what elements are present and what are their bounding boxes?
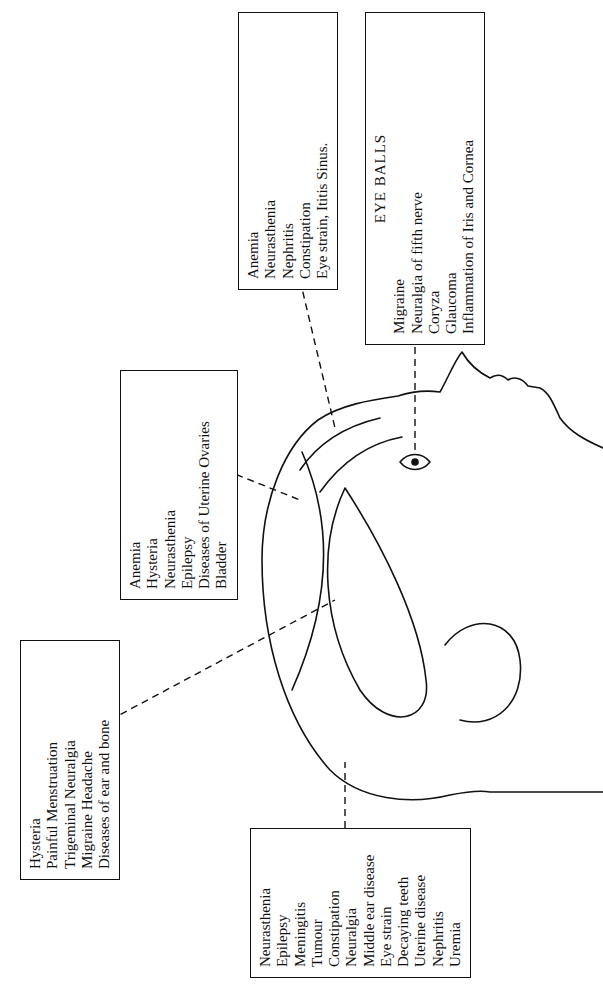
ailment-item: Hysteria (144, 381, 161, 589)
ailment-item: Uremia (447, 839, 464, 967)
crown-zone (292, 452, 323, 690)
ailment-box: AnemiaHysteriaNeurastheniaEpilepsyDiseas… (120, 370, 238, 600)
ailment-item: Trigeminal Neuralgia (62, 651, 79, 869)
box-heading: EYE BALLS (372, 23, 389, 334)
eye (400, 455, 430, 470)
ailment-box: HysteriaPainful MenstruationTrigeminal N… (20, 640, 120, 880)
ailment-box: AnemiaNeurastheniaNephritisConstipationE… (238, 12, 338, 290)
leader-line (414, 335, 415, 450)
ailment-item: Neuralgia (343, 839, 360, 967)
head-outline (262, 352, 603, 800)
ailment-item: Nephritis (430, 839, 447, 967)
ear (445, 624, 521, 723)
ailment-item: Neurasthenia (257, 839, 274, 967)
ailment-item: Glaucoma (443, 23, 460, 334)
ailment-item: Constipation (297, 23, 314, 279)
leader-line (110, 600, 335, 720)
forehead-zone (320, 437, 402, 492)
ailment-item: Migraine Headache (79, 651, 96, 869)
ailment-item: Migraine (391, 23, 408, 334)
ailment-item: Constipation (326, 839, 343, 967)
ailment-item: Diseases of ear and bone (96, 651, 113, 869)
ailment-item: Decaying teeth (395, 839, 412, 967)
ailment-item: Tumour (309, 839, 326, 967)
ailment-item: Uterine disease (412, 839, 429, 967)
ailment-box: NeurastheniaEpilepsyMeningitisTumourCons… (250, 828, 471, 978)
ailment-item: Epilepsy (179, 381, 196, 589)
ailment-item: Diseases of Uterine Ovaries Bladder (196, 381, 231, 589)
ailment-item: Meningitis (292, 839, 309, 967)
ailment-item: Neuralgia of fifth nerve (409, 23, 426, 334)
temple-zone (328, 488, 427, 717)
ailment-box: EYE BALLSMigraineNeuralgia of fifth nerv… (365, 12, 485, 345)
pupil (412, 459, 418, 465)
ailment-item: Inflammation of Iris and Cornea (460, 23, 477, 334)
ailment-item: Neurasthenia (262, 23, 279, 279)
leader-line (300, 280, 335, 428)
ailment-item: Coryza (426, 23, 443, 334)
ailment-item: Eye strain, Ititis Sinus. (314, 23, 331, 279)
ailment-item: Hysteria (27, 651, 44, 869)
ailment-item: Middle ear disease (361, 839, 378, 967)
ailment-item: Painful Menstruation (44, 651, 61, 869)
ailment-item: Epilepsy (274, 839, 291, 967)
ailment-item: Eye strain (378, 839, 395, 967)
ailment-item: Neurasthenia (162, 381, 179, 589)
ailment-item: Anemia (127, 381, 144, 589)
ailment-item: Nephritis (280, 23, 297, 279)
ailment-item: Anemia (245, 23, 262, 279)
forehead-zone (300, 418, 380, 470)
